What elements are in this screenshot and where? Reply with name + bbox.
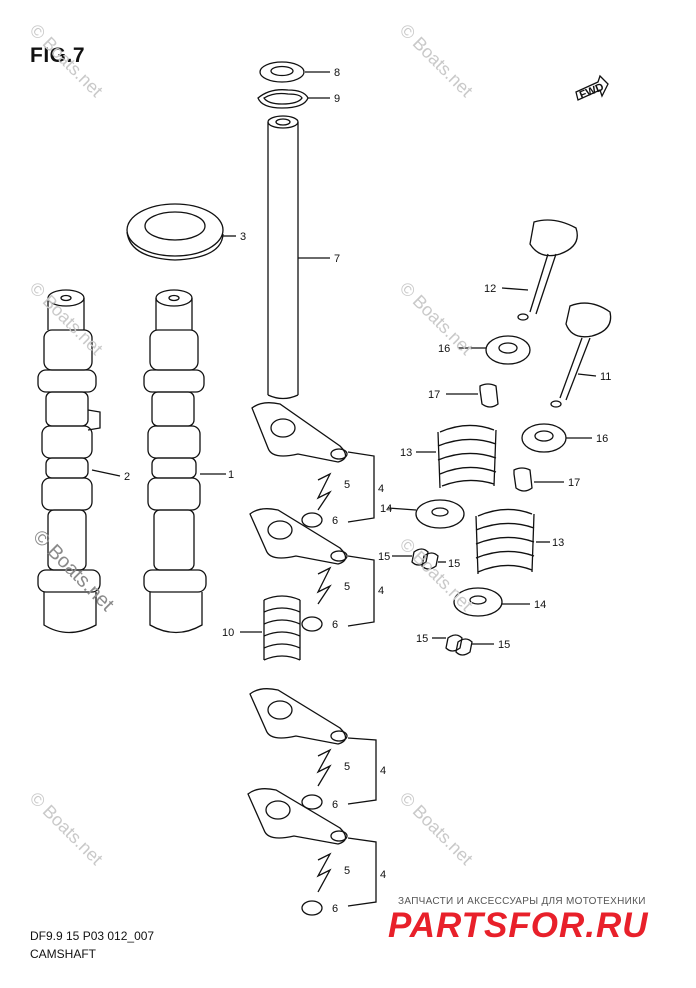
part-8-seal [259,61,330,83]
rocker-arm-set-3 [249,688,377,810]
rocker-arm-set-4 [247,788,377,916]
callout-2: 2 [124,471,130,483]
fwd-arrow-icon: FWD [575,74,609,102]
brand-logo[interactable]: PARTSFOR.RU [388,906,649,945]
callout-17a: 17 [428,389,440,401]
callout-13a: 13 [400,447,412,459]
part-7-rocker-shaft [267,115,330,400]
callout-15b: 15 [448,558,460,570]
part-13-valve-spring-a [416,424,497,489]
callout-5c: 5 [344,761,350,773]
callout-13b: 13 [552,537,564,549]
fwd-label: FWD [578,81,606,102]
part-1-camshaft [143,289,226,634]
part-12-valve [501,219,578,321]
callout-8: 8 [334,67,340,79]
callout-1: 1 [228,469,234,481]
part-10-spring [240,595,301,661]
callout-6a: 6 [332,515,338,527]
callout-4a: 4 [378,483,384,495]
brand-subtitle: ЗАПЧАСТИ И АКСЕССУАРЫ ДЛЯ МОТОТЕХНИКИ [398,896,646,907]
part-15-cotters-b [432,634,494,656]
callout-6b: 6 [332,619,338,631]
callout-4b: 4 [378,585,384,597]
callout-5b: 5 [344,581,350,593]
part-15-cotters-a [392,548,446,570]
part-16-retainer-a [458,335,531,365]
callout-15d: 15 [498,639,510,651]
callout-5a: 5 [344,479,350,491]
part-17-stem-seal-b [513,467,564,492]
part-16-retainer-b [521,423,592,453]
part-17-stem-seal-a [446,383,499,408]
callout-9: 9 [334,93,340,105]
rocker-arm-set-1 [251,402,375,528]
figure-code: DF9.9 15 P03 012_007 [30,929,155,943]
callout-11: 11 [600,371,611,383]
callout-16a: 16 [438,343,450,355]
part-13-valve-spring-b [475,508,550,575]
callout-10: 10 [222,627,234,639]
part-2-camshaft [37,289,121,634]
callout-6d: 6 [332,903,338,915]
part-9-gasket [257,89,330,109]
part-14-spring-seat-a [387,499,465,529]
callout-15c: 15 [416,633,428,645]
callout-7: 7 [334,253,340,265]
callout-4d: 4 [380,869,386,881]
callout-14b: 14 [534,599,546,611]
part-3-oil-seal [126,203,236,261]
part-11-valve [550,302,612,408]
callout-16b: 16 [596,433,608,445]
figure-name: CAMSHAFT [30,947,96,961]
callout-3: 3 [240,231,246,243]
callout-12: 12 [484,283,496,295]
callout-4c: 4 [380,765,386,777]
rocker-arm-set-2 [249,508,375,632]
callout-14a: 14 [380,503,392,515]
figure-title: FIG.7 [30,44,86,67]
part-14-spring-seat-b [453,587,530,617]
callout-17b: 17 [568,477,580,489]
callout-5d: 5 [344,865,350,877]
callout-6c: 6 [332,799,338,811]
callout-15a: 15 [378,551,390,563]
